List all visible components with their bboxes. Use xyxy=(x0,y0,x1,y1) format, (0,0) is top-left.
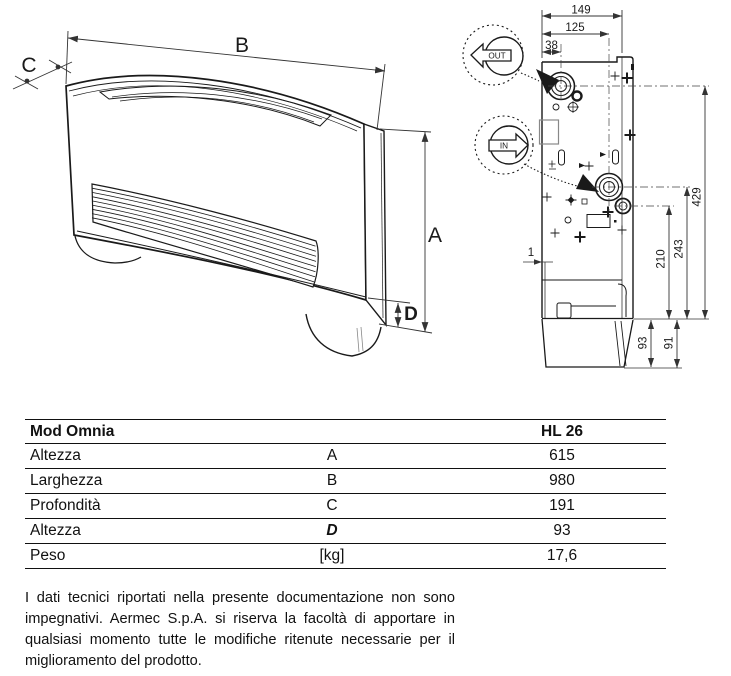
dim-label-c: C xyxy=(21,54,36,77)
dim-91: 91 xyxy=(664,337,676,350)
front-inlet-grille xyxy=(91,183,319,288)
row-label: Peso xyxy=(30,547,66,564)
row-label: Larghezza xyxy=(30,472,103,489)
dim-125: 125 xyxy=(565,22,584,34)
table-row: Altezza D 93 xyxy=(25,519,666,544)
fan-coil-unit xyxy=(65,74,387,357)
dim-label-b: B xyxy=(235,34,249,57)
out-callout: OUT xyxy=(462,24,540,86)
dim-243: 243 xyxy=(674,239,686,258)
dimension-b xyxy=(65,30,386,131)
dim-210: 210 xyxy=(656,249,668,268)
dimension-a xyxy=(378,128,433,334)
out-connection-fitting xyxy=(536,69,583,102)
top-dimensions xyxy=(541,10,623,58)
dim-label-a: A xyxy=(428,224,442,247)
table-row: Profondità C 191 xyxy=(25,494,666,519)
in-dashed-circle xyxy=(474,115,534,175)
dim-38: 38 xyxy=(545,40,558,52)
out-flow-arrow xyxy=(536,69,559,94)
row-value: 93 xyxy=(553,522,571,539)
row-symbol: [kg] xyxy=(319,547,345,564)
row-label: Altezza xyxy=(30,447,81,464)
side-view-figure: 149 125 38 429 243 210 93 91 1 OUT xyxy=(462,5,709,369)
gap-dimension xyxy=(523,259,553,265)
row-symbol: D xyxy=(326,522,338,539)
row-symbol: A xyxy=(326,447,338,464)
dim-429: 429 xyxy=(692,187,704,206)
row-value: 980 xyxy=(549,472,575,489)
isometric-figure: B C A D xyxy=(12,30,442,357)
out-arrow-icon xyxy=(470,42,512,69)
in-arrow-icon xyxy=(488,132,529,159)
table-header-row: Mod Omnia HL 26 xyxy=(25,420,666,444)
row-value: 191 xyxy=(549,497,575,514)
dimension-c xyxy=(12,59,73,90)
centerlines xyxy=(548,38,709,214)
in-label: IN xyxy=(500,142,508,151)
dim-label-d: D xyxy=(404,304,418,325)
plinth xyxy=(541,318,634,368)
dimension-d xyxy=(367,297,411,327)
table-row: Altezza A 615 xyxy=(25,444,666,469)
out-label: OUT xyxy=(488,52,505,61)
dim-149: 149 xyxy=(571,5,590,17)
row-value: 615 xyxy=(549,447,575,464)
dimension-table: Mod Omnia HL 26 Altezza A 615 Larghezza … xyxy=(25,419,666,569)
right-dimensions xyxy=(624,86,709,369)
top-outlet-grille xyxy=(98,85,332,127)
table-row: Larghezza B 980 xyxy=(25,469,666,494)
table-header-value: HL 26 xyxy=(541,422,583,440)
left-foot xyxy=(74,235,142,264)
in-callout: IN xyxy=(474,115,586,189)
drain-pipe xyxy=(614,320,627,367)
dim-1: 1 xyxy=(528,247,534,259)
row-symbol: B xyxy=(326,472,338,489)
panel-marks xyxy=(538,71,636,243)
in-flow-arrow xyxy=(576,174,599,192)
row-symbol: C xyxy=(326,497,338,514)
row-value: 17,6 xyxy=(546,547,578,564)
right-foot xyxy=(305,313,382,357)
row-label: Profondità xyxy=(30,497,101,514)
table-header-model: Mod Omnia xyxy=(30,422,115,440)
dim-93: 93 xyxy=(638,337,650,350)
row-label: Altezza xyxy=(30,522,81,539)
table-row: Peso [kg] 17,6 xyxy=(25,544,666,569)
disclaimer-text: I dati tecnici riportati nella presente … xyxy=(25,590,455,669)
